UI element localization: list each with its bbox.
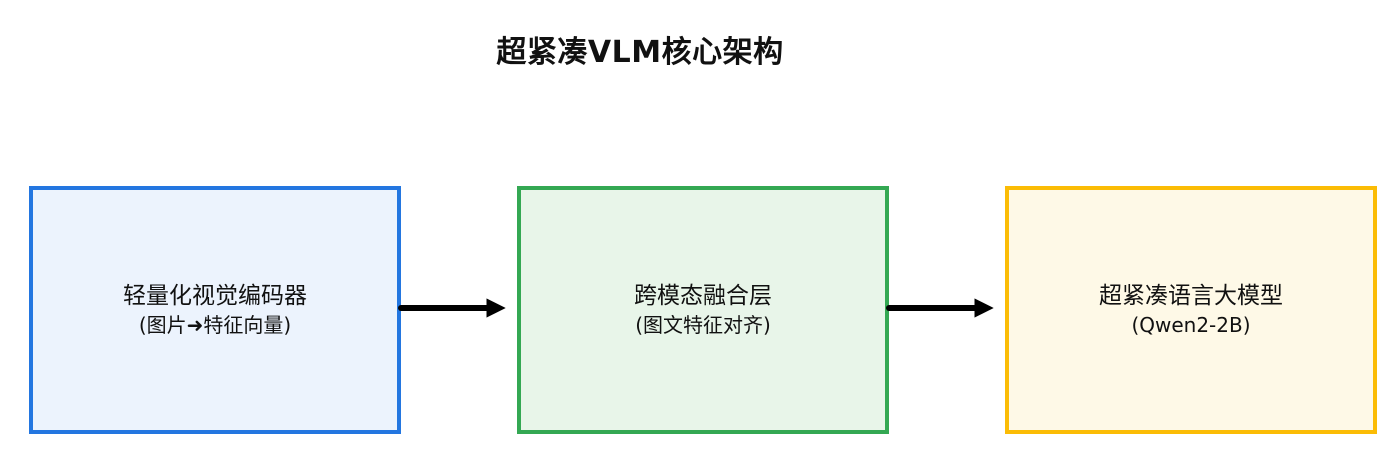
node-language-model-sublabel: (Qwen2-2B) (1131, 313, 1251, 337)
node-vision-encoder-sublabel: (图片➜特征向量) (138, 313, 292, 337)
node-vision-encoder: 轻量化视觉编码器 (图片➜特征向量) (29, 186, 401, 434)
node-language-model-label: 超紧凑语言大模型 (1099, 283, 1283, 309)
node-fusion-layer-label: 跨模态融合层 (634, 283, 772, 309)
node-fusion-layer-sublabel: (图文特征对齐) (635, 313, 771, 337)
node-language-model: 超紧凑语言大模型 (Qwen2-2B) (1005, 186, 1377, 434)
diagram-title: 超紧凑VLM核心架构 (496, 35, 784, 70)
node-vision-encoder-label: 轻量化视觉编码器 (123, 283, 307, 309)
node-fusion-layer: 跨模态融合层 (图文特征对齐) (517, 186, 889, 434)
